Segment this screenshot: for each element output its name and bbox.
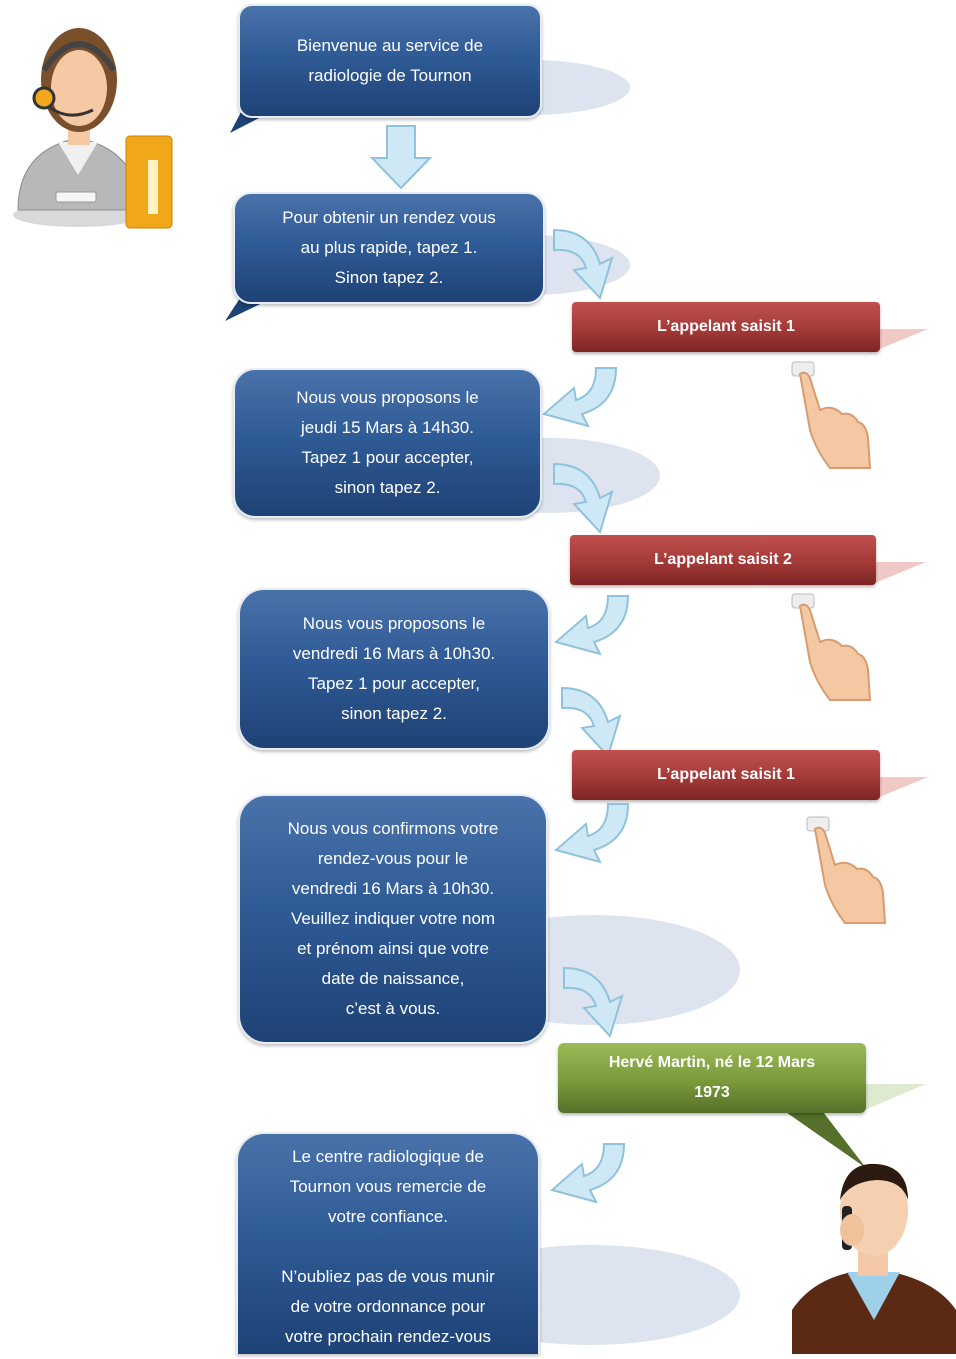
curved-arrow-icon	[549, 1143, 626, 1204]
welcome-line: Bienvenue au service de	[296, 36, 484, 55]
confirm-line: et prénom ainsi que votre	[297, 939, 489, 958]
menu-line: au plus rapide, tapez 1.	[300, 238, 478, 257]
menu-line: Sinon tapez 2.	[334, 268, 444, 287]
welcome-bubble: Bienvenue au service de radiologie de To…	[238, 4, 542, 118]
reply-tail	[780, 1108, 866, 1168]
confirm-line: c’est à vous.	[345, 999, 441, 1018]
curved-arrow-icon	[553, 803, 630, 864]
thanks-bubble: Le centre radiologique de Tournon vous r…	[236, 1132, 540, 1354]
offer-bubble-1: Nous vous proposons le jeudi 15 Mars à 1…	[233, 368, 542, 518]
offer-bubble-2: Nous vous proposons le vendredi 16 Mars …	[238, 588, 550, 750]
confirm-line: Nous vous confirmons votre	[287, 819, 499, 838]
menu-bubble: Pour obtenir un rendez vous au plus rapi…	[233, 192, 545, 304]
offer-line: sinon tapez 2.	[334, 478, 441, 497]
confirm-bubble: Nous vous confirmons votre rendez-vous p…	[238, 794, 548, 1044]
action-caller-input-3: L’appelant saisit 1	[572, 750, 880, 800]
confirm-line: date de naissance,	[321, 969, 465, 988]
action-caller-input-2: L’appelant saisit 2	[570, 535, 876, 585]
action-caller-input-1: L’appelant saisit 1	[572, 302, 880, 352]
finger-pressing-button-icon	[806, 816, 887, 924]
thanks-line: N’oubliez pas de vous munir	[281, 1267, 495, 1286]
curved-arrow-icon	[541, 367, 618, 428]
down-arrow-icon	[370, 125, 432, 190]
thanks-line: de votre ordonnance pour	[290, 1297, 486, 1316]
operator-icon	[8, 10, 183, 230]
caller-reply: Hervé Martin, né le 12 Mars 1973	[558, 1043, 866, 1113]
offer-line: Nous vous proposons le	[302, 614, 486, 633]
action-label: L’appelant saisit 2	[654, 551, 792, 568]
confirm-line: rendez-vous pour le	[317, 849, 469, 868]
offer-line: sinon tapez 2.	[341, 704, 447, 723]
curved-arrow-icon	[553, 595, 630, 656]
reply-line: Hervé Martin, né le 12 Mars	[608, 1054, 816, 1071]
offer-line: vendredi 16 Mars à 10h30.	[292, 644, 496, 663]
welcome-line: radiologie de Tournon	[308, 66, 472, 85]
curved-arrow-icon	[561, 686, 622, 758]
confirm-line: vendredi 16 Mars à 10h30.	[291, 879, 495, 898]
curved-arrow-icon	[553, 462, 614, 534]
menu-line: Pour obtenir un rendez vous	[282, 208, 496, 227]
confirm-line: Veuillez indiquer votre nom	[290, 909, 496, 928]
offer-line: Tapez 1 pour accepter,	[301, 448, 474, 467]
action-label: L’appelant saisit 1	[657, 766, 795, 783]
offer-line: Nous vous proposons le	[296, 388, 479, 407]
thanks-line: Tournon vous remercie de	[289, 1177, 487, 1196]
finger-pressing-button-icon	[791, 361, 872, 469]
finger-pressing-button-icon	[791, 593, 872, 701]
caller-on-phone-icon	[792, 1160, 956, 1354]
thanks-line: votre prochain rendez-vous	[284, 1327, 491, 1346]
curved-arrow-icon	[563, 966, 624, 1038]
curved-arrow-icon	[553, 228, 614, 300]
action-label: L’appelant saisit 1	[657, 318, 795, 335]
offer-line: jeudi 15 Mars à 14h30.	[301, 418, 474, 437]
thanks-line: votre confiance.	[327, 1207, 448, 1226]
thanks-line: Le centre radiologique de	[292, 1147, 484, 1166]
offer-line: Tapez 1 pour accepter,	[307, 674, 480, 693]
reply-line: 1973	[694, 1084, 730, 1101]
